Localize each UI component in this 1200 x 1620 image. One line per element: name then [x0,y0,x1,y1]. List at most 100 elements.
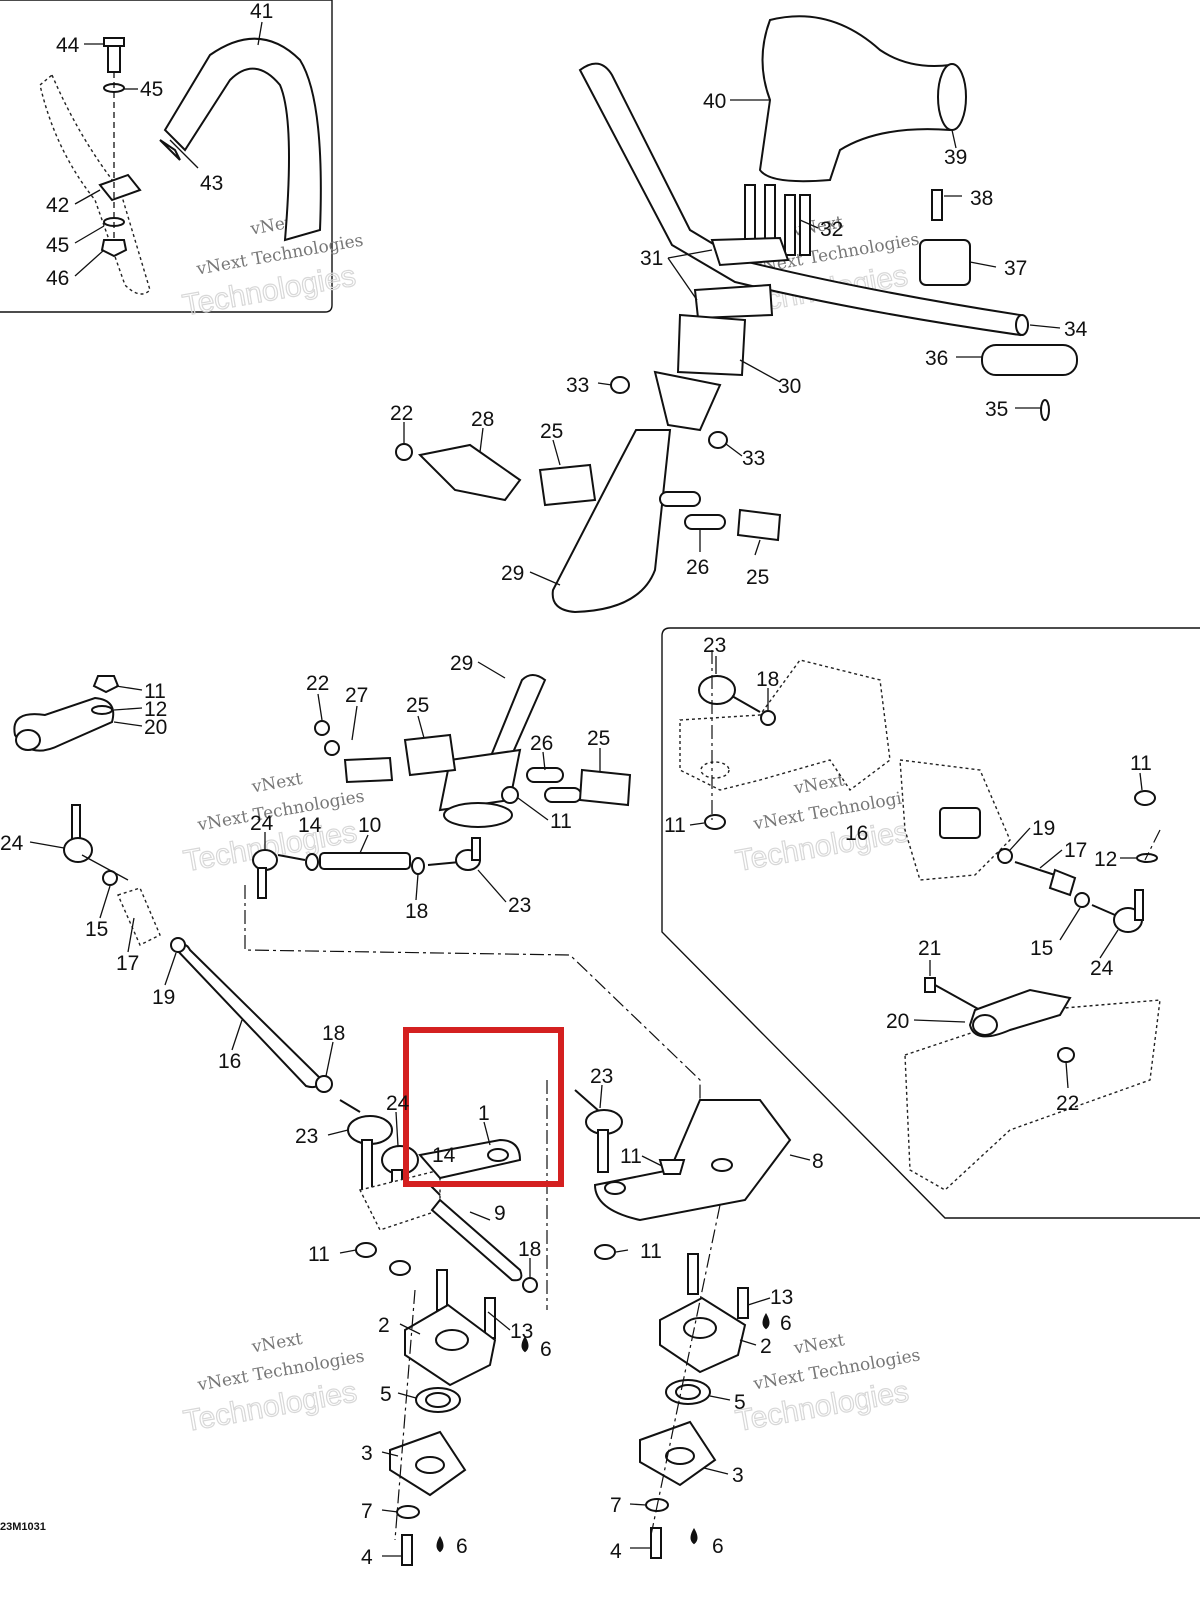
callout-21: 21 [918,937,941,960]
callout-11: 11 [308,1243,330,1266]
callout-6: 6 [456,1535,468,1558]
callout-11: 11 [550,810,572,833]
callout-18: 18 [405,900,428,923]
callout-11: 11 [144,680,166,703]
callout-35: 35 [985,398,1008,421]
callout-26: 26 [686,556,709,579]
callout-12: 12 [144,698,167,721]
callout-22: 22 [390,402,413,425]
callout-39: 39 [944,146,967,169]
chain-lines [244,650,1161,1541]
callout-18: 18 [756,668,779,691]
callout-7: 7 [361,1500,373,1523]
callout-45: 45 [140,78,163,101]
callout-6: 6 [780,1312,792,1335]
callout-5: 5 [734,1391,746,1414]
callout-3: 3 [732,1464,744,1487]
callout-25: 25 [540,420,563,443]
callout-37: 37 [1004,257,1027,280]
callout-10: 10 [358,814,381,837]
callout-7: 7 [610,1494,622,1517]
oil-drop-icon [762,1312,770,1330]
callout-41: 41 [250,0,273,23]
callout-17: 17 [116,952,139,975]
svg-text:vNext: vNext [792,1330,847,1359]
callout-29: 29 [450,652,473,675]
callout-38: 38 [970,187,993,210]
callout-24: 24 [250,812,274,835]
callout-16: 16 [845,822,868,845]
callout-5: 5 [380,1383,392,1406]
callout-33: 33 [742,447,765,470]
right-inset-parts [679,659,1161,1191]
callout-18: 18 [518,1238,541,1261]
callout-45: 45 [46,234,69,257]
callout-24: 24 [1090,957,1114,980]
steering-linkage-left [13,675,333,1093]
callout-17: 17 [1064,839,1087,862]
callout-13: 13 [770,1286,793,1309]
handlebar-inset-parts [39,37,322,295]
callout-25: 25 [587,727,610,750]
callout-11: 11 [640,1240,662,1263]
callout-28: 28 [471,408,494,431]
callout-9: 9 [494,1202,506,1225]
callout-27: 27 [345,684,368,707]
svg-text:vNext: vNext [792,770,847,799]
callout-43: 43 [200,172,223,195]
callout-20: 20 [886,1010,909,1033]
callout-26: 26 [530,732,553,755]
callout-3: 3 [361,1442,373,1465]
callout-23: 23 [508,894,531,917]
callout-44: 44 [56,34,80,57]
callout-15: 15 [85,918,108,941]
callout-24: 24 [386,1092,410,1115]
callout-2: 2 [378,1314,390,1337]
watermark-1: vNext vNext Technologies Technologies [179,211,364,323]
callout-22: 22 [306,672,329,695]
callout-33: 33 [566,374,589,397]
inset-panel-top-left [0,0,333,313]
callout-31: 31 [640,247,663,270]
callout-6: 6 [712,1535,724,1558]
callout-24: 24 [0,832,24,855]
callout-34: 34 [1064,318,1088,341]
oil-drop-icon [436,1535,444,1553]
callout-25: 25 [406,694,429,717]
callout-4: 4 [361,1546,373,1569]
flange-stack-right [639,1253,749,1559]
callout-30: 30 [778,375,801,398]
oil-drop-icon [521,1335,529,1353]
svg-text:vNext: vNext [249,769,304,798]
callout-14: 14 [298,814,322,837]
callout-2: 2 [760,1335,772,1358]
callout-22: 22 [1056,1092,1079,1115]
callout-14: 14 [432,1144,456,1167]
callout-23: 23 [295,1125,318,1148]
callout-23: 23 [703,634,726,657]
callout-18: 18 [322,1022,345,1045]
callout-8: 8 [812,1150,824,1173]
oil-drop-icon [690,1527,698,1545]
callout-25: 25 [746,566,769,589]
callout-42: 42 [46,194,69,217]
callout-29: 29 [501,562,524,585]
callout-40: 40 [703,90,726,113]
callout-11: 11 [664,814,686,837]
watermark-5: vNext vNext Technologies Technologies [181,1329,366,1439]
callout-36: 36 [925,347,948,370]
steering-arms-bottom [339,1089,792,1293]
callout-19: 19 [152,986,175,1009]
callout-23: 23 [590,1065,613,1088]
callout-46: 46 [46,267,69,290]
highlight-box [403,1027,564,1187]
callout-16: 16 [218,1050,241,1073]
watermark-6: vNext vNext Technologies Technologies [733,1330,922,1438]
callout-1: 1 [478,1102,490,1125]
callout-15: 15 [1030,937,1053,960]
oil-drop-icons [436,1312,770,1553]
leader-lines [29,21,1143,1557]
callout-11: 11 [1130,752,1152,775]
callout-32: 32 [820,218,843,241]
